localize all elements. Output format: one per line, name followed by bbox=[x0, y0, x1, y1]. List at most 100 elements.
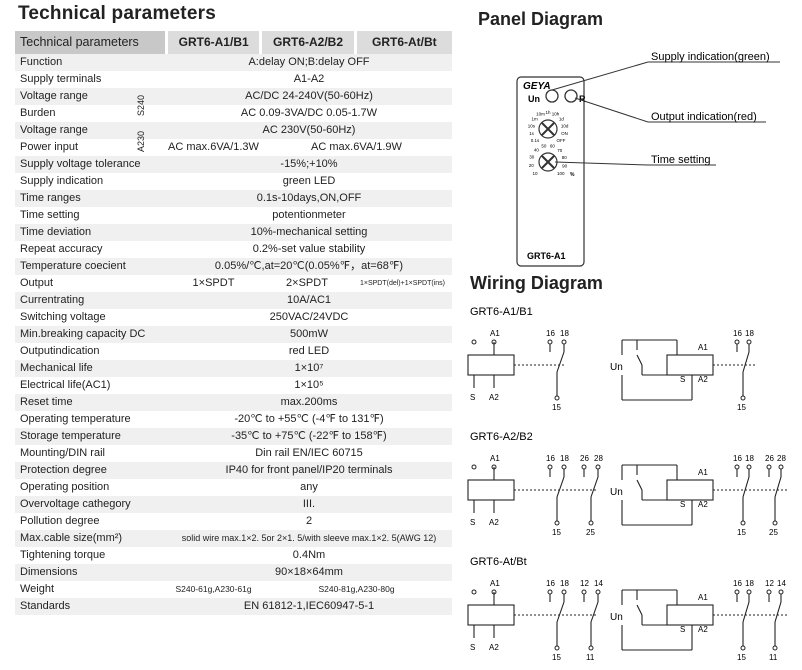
panel-diagram-title: Panel Diagram bbox=[478, 9, 604, 29]
terminal bbox=[746, 339, 752, 345]
row-side-spacer bbox=[154, 411, 166, 428]
row-value: AC 0.09-3VA/DC 0.05-1.7W bbox=[240, 107, 378, 119]
row-side-spacer bbox=[154, 54, 166, 71]
terminal bbox=[778, 464, 784, 470]
terminal-label: 16 bbox=[733, 329, 742, 338]
row-side-spacer bbox=[154, 71, 166, 88]
row-label: Outputindication bbox=[20, 345, 100, 357]
row-label: Switching voltage bbox=[20, 311, 106, 323]
row-value: green LED bbox=[282, 175, 336, 187]
table-row: Electrical life(AC1)1×10⁵ bbox=[15, 377, 452, 394]
range-scale-label: 0.1s bbox=[531, 138, 540, 143]
row-value: potentionmeter bbox=[272, 209, 346, 221]
terminal bbox=[554, 395, 560, 401]
row-value: 0.2%-set value stability bbox=[252, 243, 366, 255]
row-label: Supply voltage tolerance bbox=[20, 158, 141, 170]
wire bbox=[556, 476, 565, 498]
terminal-label: 25 bbox=[586, 528, 595, 537]
relay-coil bbox=[467, 354, 515, 376]
terminal bbox=[588, 520, 594, 526]
table-row: Outputindication red LED bbox=[15, 343, 452, 360]
time-scale-label: 90 bbox=[562, 164, 568, 169]
range-scale-label: ON bbox=[561, 131, 568, 136]
wiring-name: GRT6-A2/B2 bbox=[470, 431, 533, 443]
row-value-v2: 2×SPDT bbox=[286, 277, 328, 289]
range-knob-slot bbox=[541, 122, 555, 136]
row-side-spacer bbox=[154, 428, 166, 445]
terminal bbox=[561, 464, 567, 470]
row-label: Time deviation bbox=[20, 226, 92, 238]
terminal bbox=[766, 589, 772, 595]
table-row: Switching voltage 250VAC/24VDC bbox=[15, 309, 452, 326]
row-side-spacer bbox=[154, 530, 166, 547]
row-label: Tightening torque bbox=[20, 549, 106, 561]
header-col-atbt: GRT6-At/Bt bbox=[356, 31, 453, 54]
row-value-v2: AC max.6VA/1.9W bbox=[311, 141, 402, 153]
row-label: Supply terminals bbox=[20, 73, 102, 85]
wire bbox=[774, 601, 782, 623]
row-side-spacer bbox=[154, 479, 166, 496]
table-row: Supply voltage tolerance -15%;+10% bbox=[15, 156, 452, 173]
range-scale-label: OFF bbox=[557, 138, 566, 143]
terminal-label: 28 bbox=[594, 454, 603, 463]
row-side-spacer bbox=[154, 241, 166, 258]
wire bbox=[636, 354, 643, 366]
wire bbox=[590, 476, 599, 498]
time-scale-label: 30 bbox=[529, 155, 535, 160]
terminal-label: 15 bbox=[552, 653, 561, 662]
terminal bbox=[595, 589, 601, 595]
callout-time-setting: Time setting bbox=[651, 154, 711, 166]
terminal bbox=[772, 520, 778, 526]
row-value: -15%;+10% bbox=[280, 158, 338, 170]
header-col-a1b1: GRT6-A1/B1 bbox=[167, 31, 260, 54]
row-side-spacer bbox=[154, 513, 166, 530]
terminal-label: 18 bbox=[560, 454, 569, 463]
terminal bbox=[734, 339, 740, 345]
row-value: 250VAC/24VDC bbox=[269, 311, 349, 323]
table-row: Max.cable size(mm²)solid wire max.1×2. 5… bbox=[15, 530, 452, 547]
row-side-spacer bbox=[154, 581, 166, 598]
terminal bbox=[746, 464, 752, 470]
row-label: Power input bbox=[20, 141, 79, 153]
terminal-label: A1 bbox=[698, 468, 708, 477]
terminal bbox=[734, 464, 740, 470]
terminal-label: 11 bbox=[586, 653, 595, 662]
relay-coil bbox=[666, 604, 714, 626]
terminal-label: S bbox=[470, 518, 475, 527]
terminal-label: S bbox=[470, 393, 475, 402]
callout-line bbox=[551, 61, 649, 91]
time-scale-label: 20 bbox=[529, 163, 535, 168]
row-value: red LED bbox=[288, 345, 330, 357]
range-scale-label: 10d bbox=[561, 124, 569, 129]
time-scale-label: 80 bbox=[562, 155, 568, 160]
terminal bbox=[547, 464, 553, 470]
row-side-spacer bbox=[154, 156, 166, 173]
output-led-label: R bbox=[579, 94, 586, 104]
header-label: Technical parameters bbox=[15, 31, 165, 54]
terminal bbox=[581, 589, 587, 595]
wire bbox=[590, 601, 599, 623]
row-side-spacer bbox=[154, 292, 166, 309]
wire bbox=[556, 351, 565, 373]
terminal bbox=[588, 645, 594, 651]
terminal-label: 16 bbox=[546, 329, 555, 338]
range-scale-label: 1d bbox=[559, 117, 565, 122]
terminal-label: A2 bbox=[489, 643, 499, 652]
terminal bbox=[746, 589, 752, 595]
row-label: Mechanical life bbox=[20, 362, 93, 374]
terminal bbox=[766, 464, 772, 470]
row-side-spacer bbox=[154, 564, 166, 581]
terminal bbox=[740, 645, 746, 651]
row-value: 90×18×64mm bbox=[275, 566, 343, 578]
